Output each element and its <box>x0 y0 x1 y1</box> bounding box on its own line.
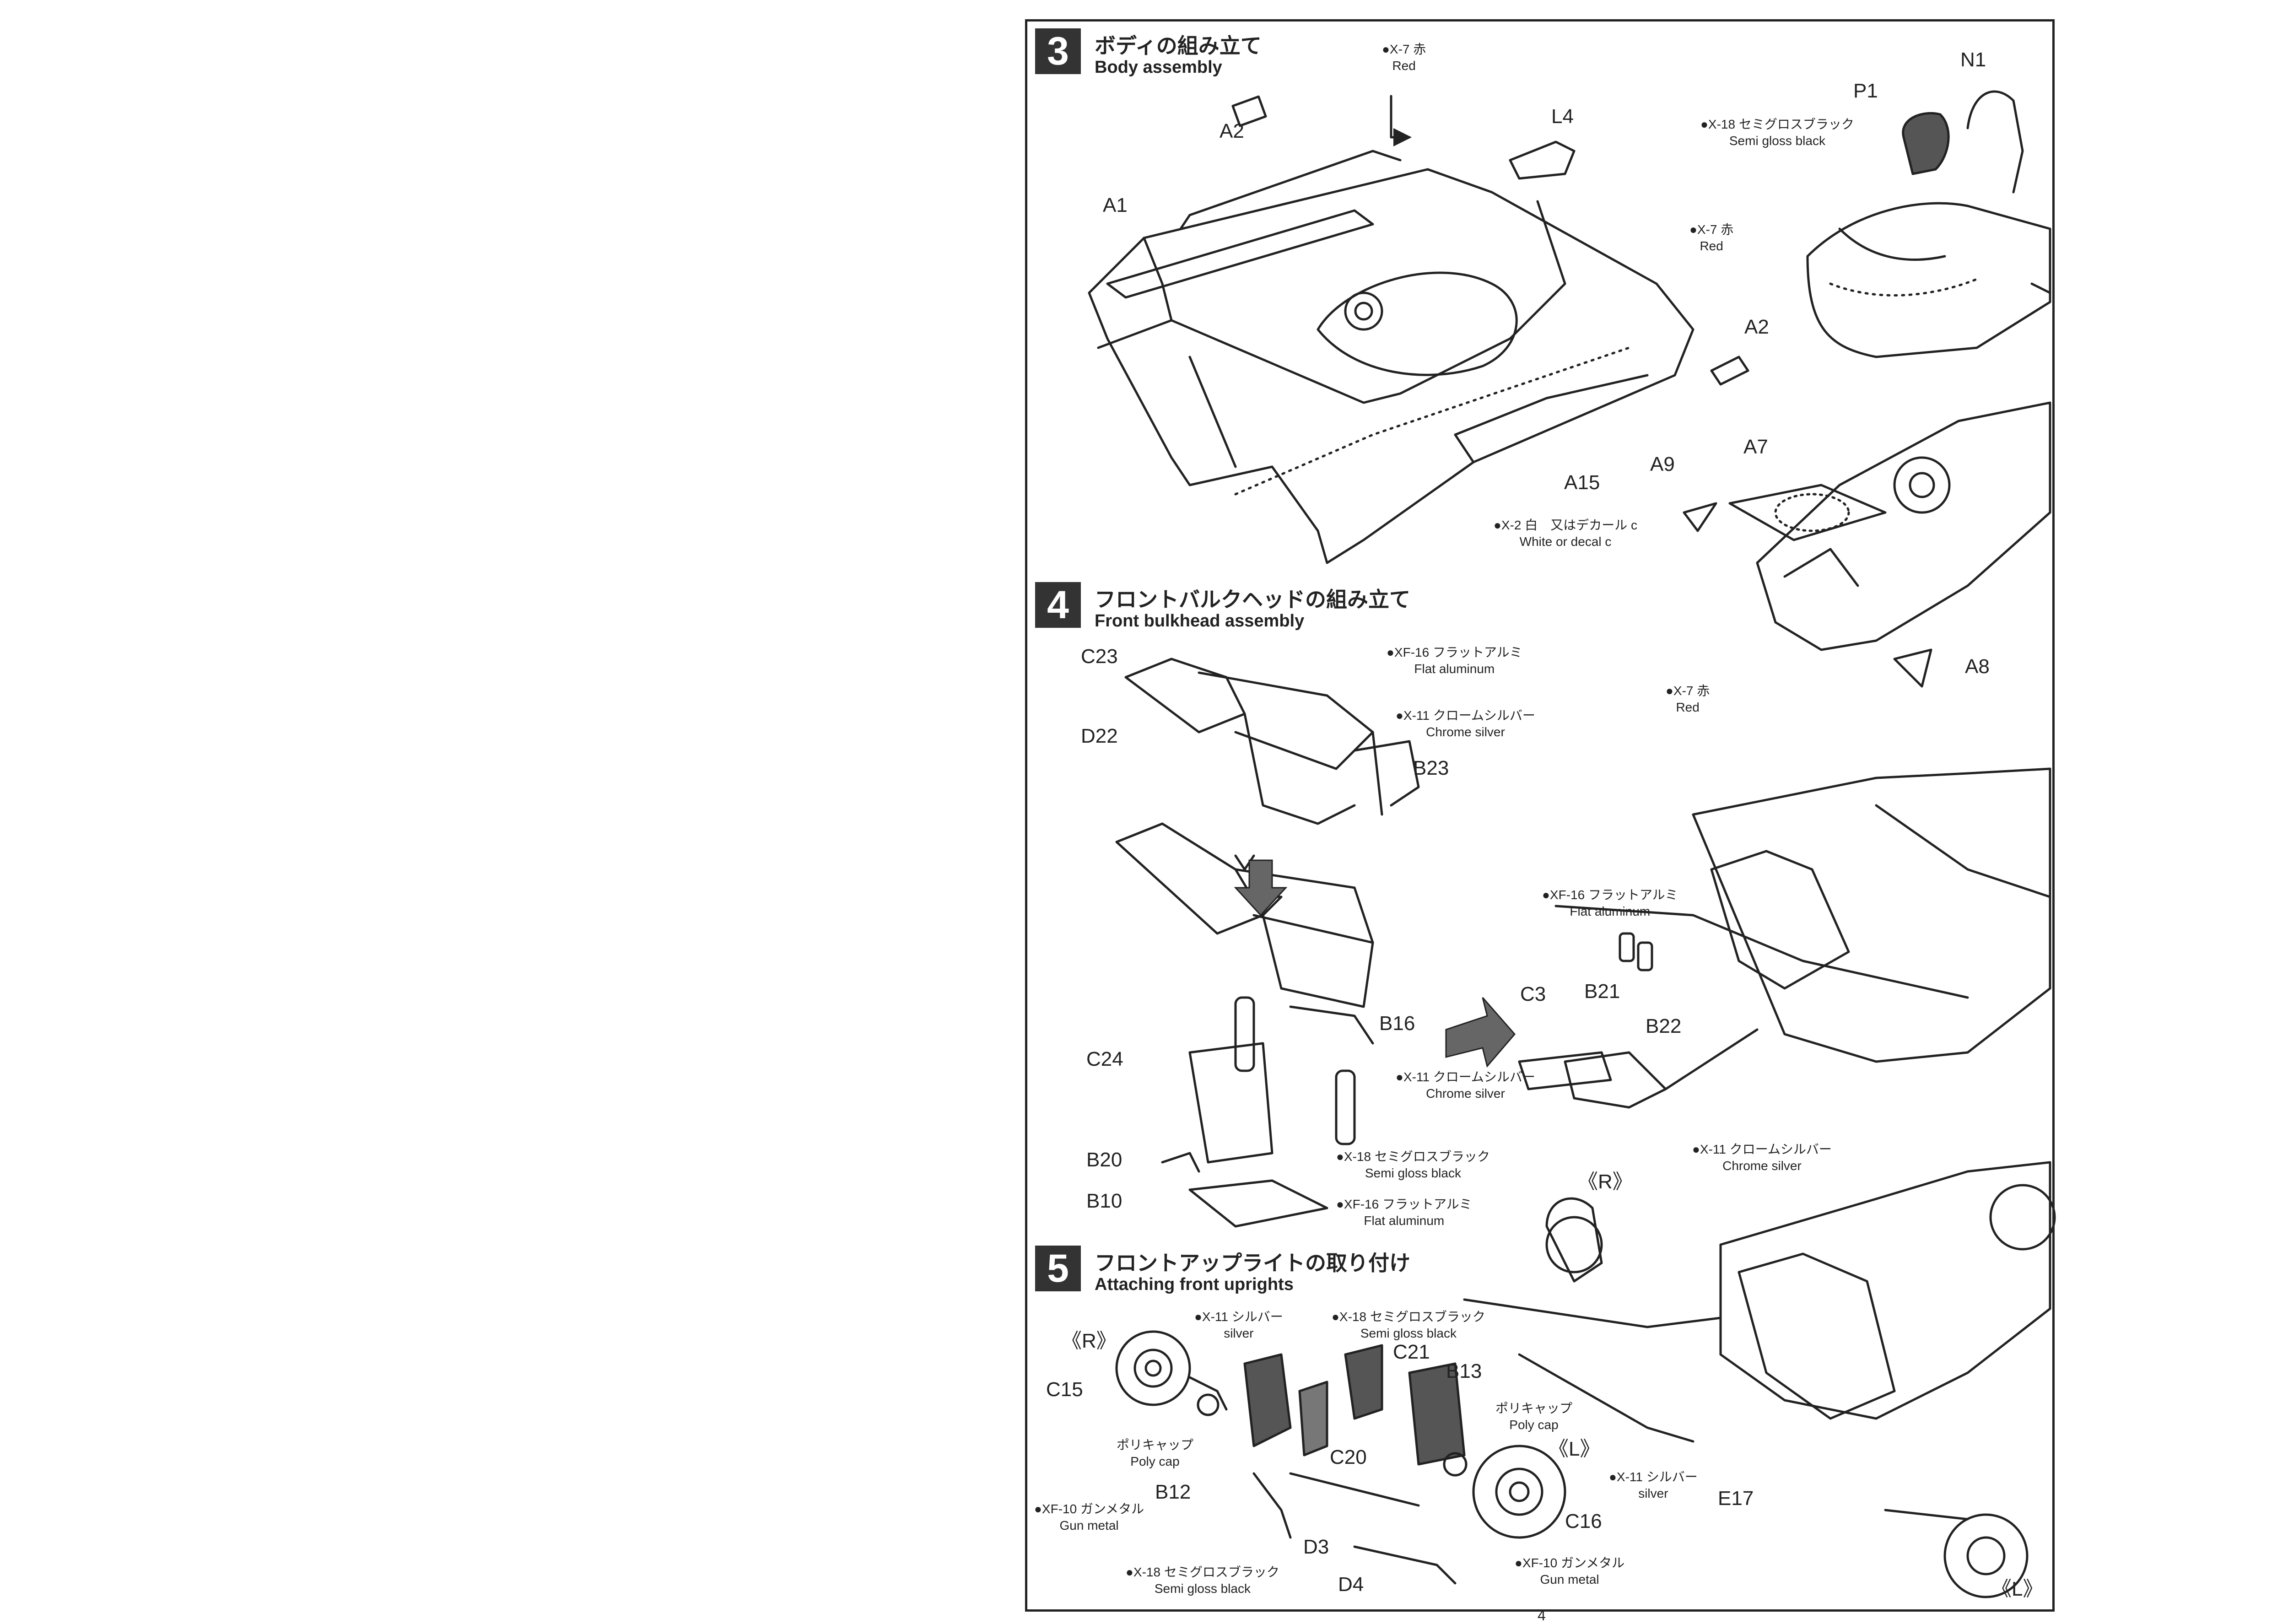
bulkhead-lower-drawing <box>1115 822 1374 1228</box>
part-label-n1: N1 <box>1960 49 1986 71</box>
part-label-e17: E17 <box>1718 1487 1754 1510</box>
part-label-b21: B21 <box>1584 980 1620 1003</box>
part-label-b20: B20 <box>1086 1149 1122 1171</box>
part-label-c24: C24 <box>1086 1048 1123 1070</box>
step-4-title-jp: フロントバルクヘッドの組み立て <box>1095 588 1410 611</box>
part-label-a7: A7 <box>1743 436 1768 458</box>
part-label-c23: C23 <box>1081 645 1118 668</box>
part-label-a2-right: A2 <box>1744 316 1769 338</box>
step-arrow <box>1445 997 1516 1068</box>
car-front-drawing <box>1463 1161 2056 1598</box>
part-label-d22: D22 <box>1081 725 1118 747</box>
part-label-b16: B16 <box>1379 1012 1415 1035</box>
step-5-title-jp: フロントアップライトの取り付け <box>1095 1251 1410 1275</box>
part-label-b13: B13 <box>1446 1360 1482 1382</box>
part-label-l-mid: 《L》 <box>1549 1438 1600 1460</box>
part-label-a2: A2 <box>1220 120 1244 142</box>
part-label-r-mid: 《R》 <box>1578 1171 1633 1193</box>
step-3-title-en: Body assembly <box>1095 58 1222 77</box>
bulkhead-upper-drawing <box>1124 658 1420 825</box>
part-label-a8: A8 <box>1965 655 1990 678</box>
part-label-p1: P1 <box>1853 80 1878 102</box>
step-5-title-en: Attaching front uprights <box>1095 1275 1294 1294</box>
part-label-a1: A1 <box>1103 194 1128 216</box>
step-3-badge: 3 <box>1035 28 1081 74</box>
part-label-a9: A9 <box>1650 453 1675 475</box>
upright-exploded-drawing <box>1115 1330 1566 1585</box>
step-3-title-jp: ボディの組み立て <box>1095 34 1262 58</box>
cowl-section-drawing <box>1683 401 2051 688</box>
part-label-b10: B10 <box>1086 1190 1122 1212</box>
part-label-b23: B23 <box>1413 757 1449 779</box>
step-4-badge: 4 <box>1035 582 1081 628</box>
part-label-c3: C3 <box>1520 983 1546 1005</box>
nose-section-drawing <box>1806 90 2051 358</box>
part-label-b22: B22 <box>1646 1015 1682 1037</box>
part-label-c20: C20 <box>1330 1446 1367 1468</box>
part-label-d4: D4 <box>1338 1573 1364 1596</box>
step-4-title-en: Front bulkhead assembly <box>1095 611 1305 631</box>
front-frame-drawing <box>1518 767 2051 1109</box>
part-label-c16: C16 <box>1565 1510 1602 1532</box>
part-label-b12: B12 <box>1155 1481 1191 1503</box>
part-label-l-right: 《L》 <box>1991 1578 2043 1600</box>
part-label-l4: L4 <box>1551 105 1574 128</box>
part-label-c21: C21 <box>1393 1341 1430 1363</box>
body-tub-drawing <box>1088 95 1749 564</box>
part-label-c15: C15 <box>1046 1378 1083 1401</box>
part-label-a15: A15 <box>1564 471 1600 494</box>
down-gray-arrow <box>1234 859 1288 917</box>
part-label-d3: D3 <box>1303 1536 1329 1558</box>
step-5-badge: 5 <box>1035 1246 1081 1291</box>
part-label-r-left: 《R》 <box>1062 1330 1117 1352</box>
page-number: 4 <box>1538 1607 1546 1624</box>
